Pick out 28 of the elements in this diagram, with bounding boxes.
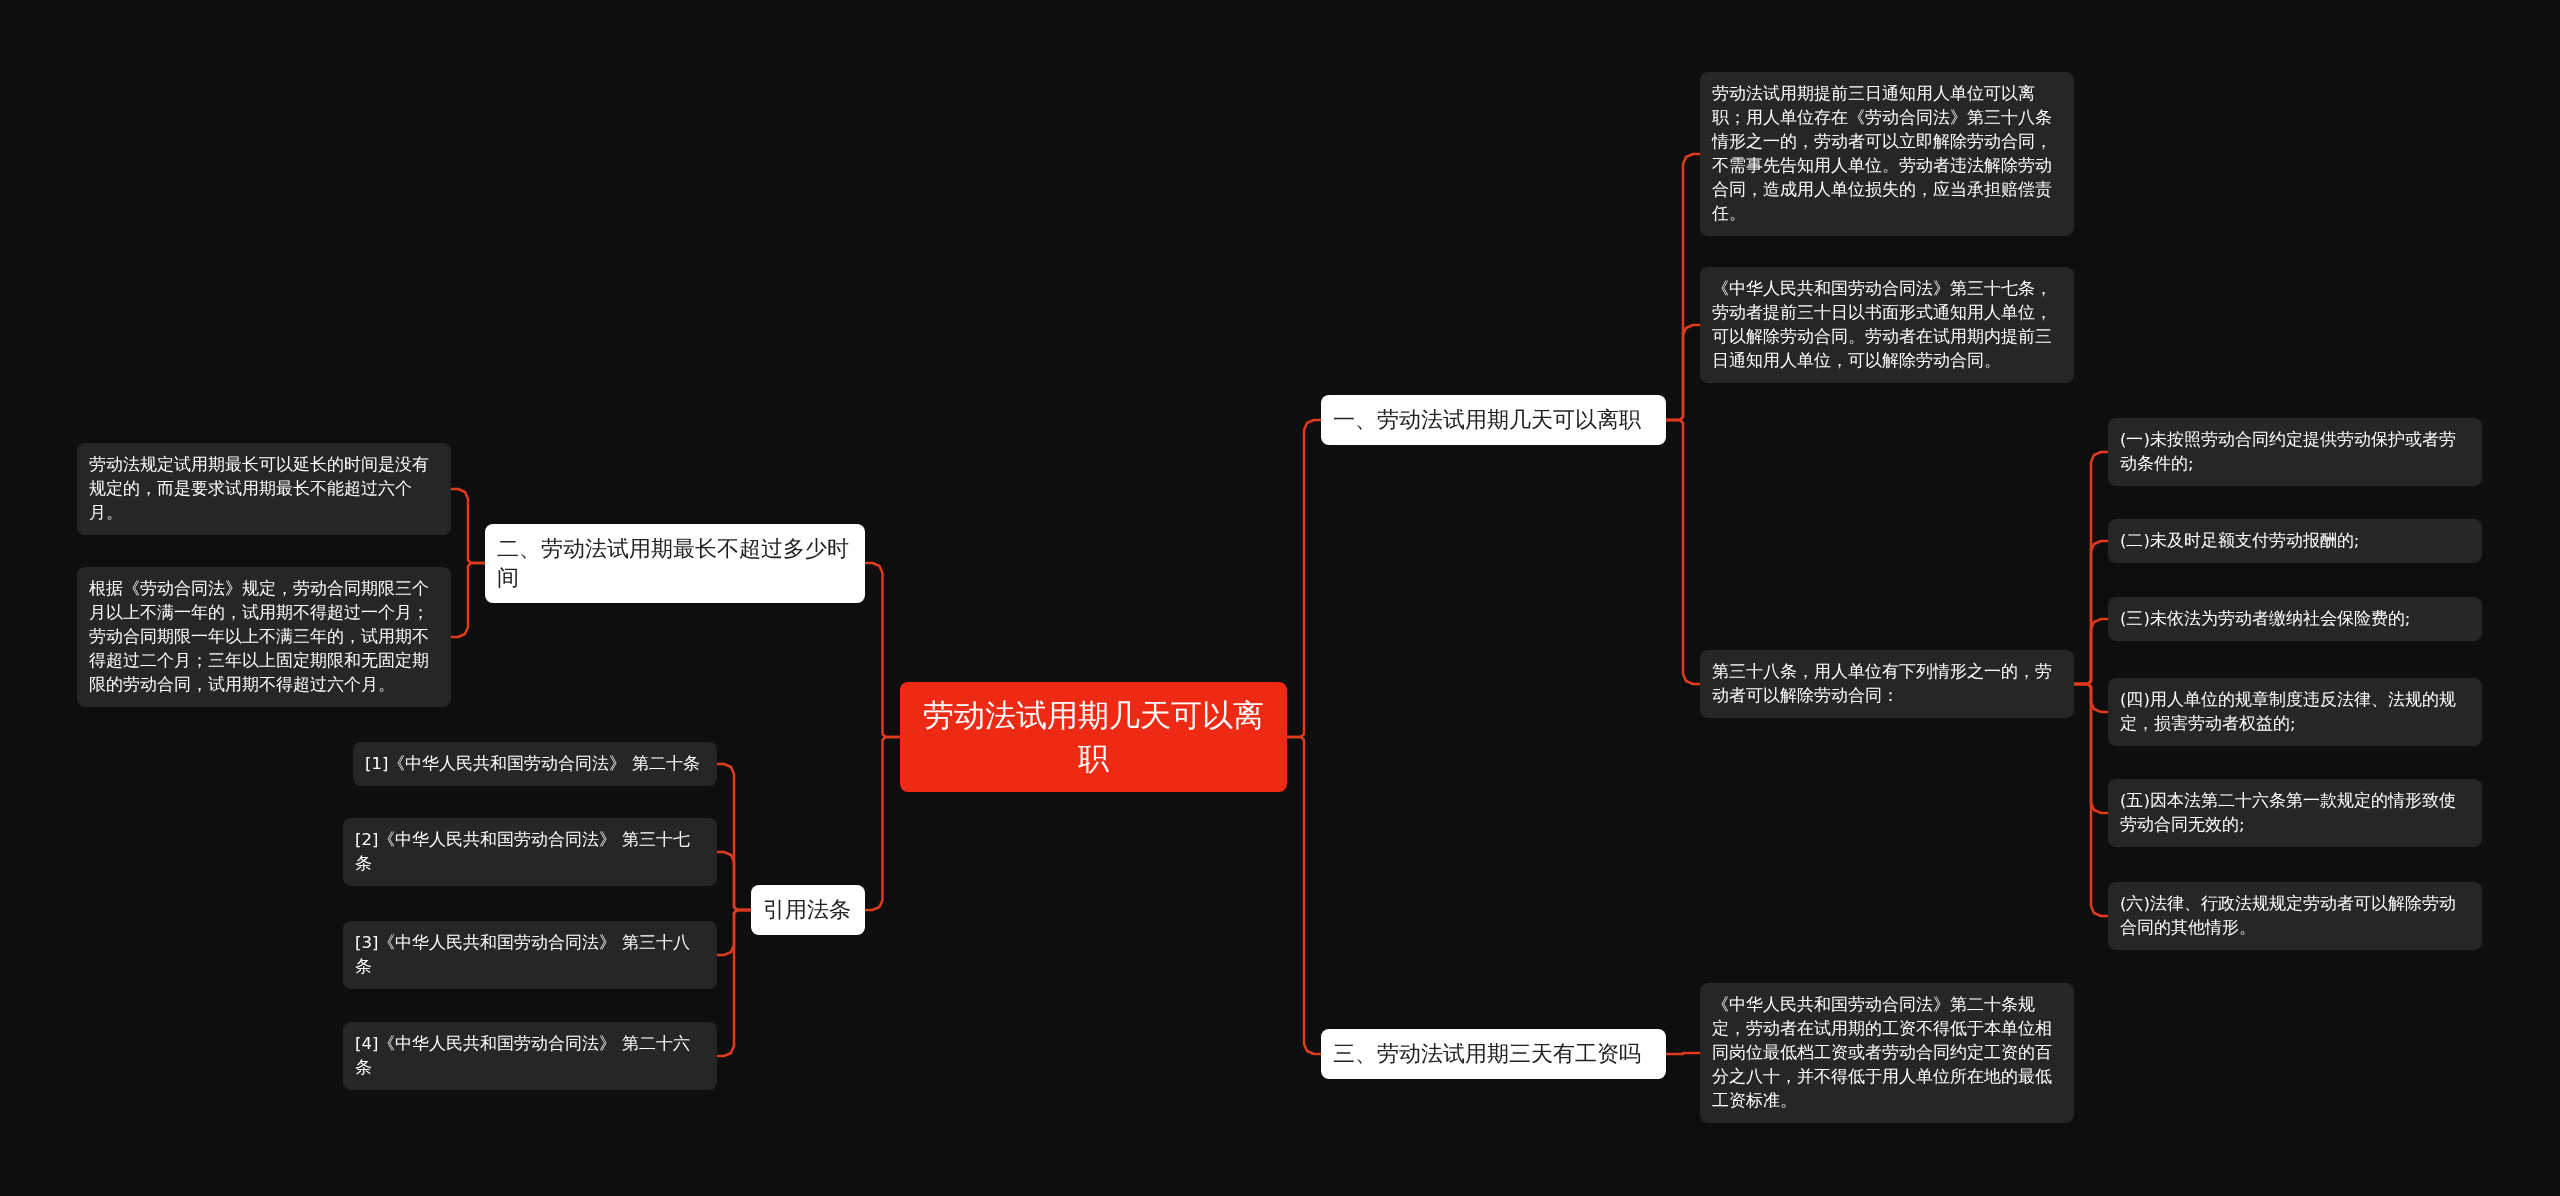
note-card: 《中华人民共和国劳动合同法》第二十条规定，劳动者在试用期的工资不得低于本单位相同岗位最低档工资或者劳动合同约定工资的百分之八十，并不得低于用人单位所在地的最低工资标准。 [1700,983,2074,1123]
note-card: 劳动法规定试用期最长可以延长的时间是没有规定的，而是要求试用期最长不能超过六个月。 [77,443,451,535]
note-card: (一)未按照劳动合同约定提供劳动保护或者劳动条件的; [2108,418,2482,486]
note-card: [2]《中华人民共和国劳动合同法》 第三十七条 [343,818,717,886]
note-card: [4]《中华人民共和国劳动合同法》 第二十六条 [343,1022,717,1090]
note-card: (六)法律、行政法规规定劳动者可以解除劳动合同的其他情形。 [2108,882,2482,950]
note-card: (三)未依法为劳动者缴纳社会保险费的; [2108,597,2482,641]
connector-line [1666,1051,1700,1056]
note-card: [1]《中华人民共和国劳动合同法》 第二十条 [353,742,717,786]
note-card: 根据《劳动合同法》规定，劳动合同期限三个月以上不满一年的，试用期不得超过一个月；劳动合同期限一年以上不满三年的，试用期不得超过二个月；三年以上固定期限和无固定期限的劳动合同，试用期不得超过六个月。 [77,567,451,707]
connector-line [865,735,900,912]
branch-topic: 二、劳动法试用期最长不超过多少时间 [485,523,865,603]
branch-topic: 一、劳动法试用期几天可以离职 [1321,395,1666,445]
note-card: (五)因本法第二十六条第一款规定的情形致使劳动合同无效的; [2108,779,2482,847]
connector-line [2074,682,2108,918]
connector-line [1666,418,1700,686]
central-topic: 劳动法试用期几天可以离职 [900,681,1287,793]
connector-line [717,908,751,1058]
connector-line [1287,735,1321,1056]
note-card: [3]《中华人民共和国劳动合同法》 第三十八条 [343,921,717,989]
branch-topic: 引用法条 [751,885,865,935]
note-card: (四)用人单位的规章制度违反法律、法规的规定，损害劳动者权益的; [2108,678,2482,746]
connector-line [451,561,485,639]
branch-topic: 三、劳动法试用期三天有工资吗 [1321,1029,1666,1079]
note-card: 《中华人民共和国劳动合同法》第三十七条，劳动者提前三十日以书面形式通知用人单位，可以解除劳动合同。劳动者在试用期内提前三日通知用人单位，可以解除劳动合同。 [1700,267,2074,383]
note-card: 劳动法试用期提前三日通知用人单位可以离职；用人单位存在《劳动合同法》第三十八条情形之一的，劳动者可以立即解除劳动合同，不需事先告知用人单位。劳动者违法解除劳动合同，造成用人单位损失的，应当承担赔偿责任。 [1700,72,2074,236]
note-card: 第三十八条，用人单位有下列情形之一的，劳动者可以解除劳动合同： [1700,650,2074,718]
note-card: (二)未及时足额支付劳动报酬的; [2108,519,2482,563]
